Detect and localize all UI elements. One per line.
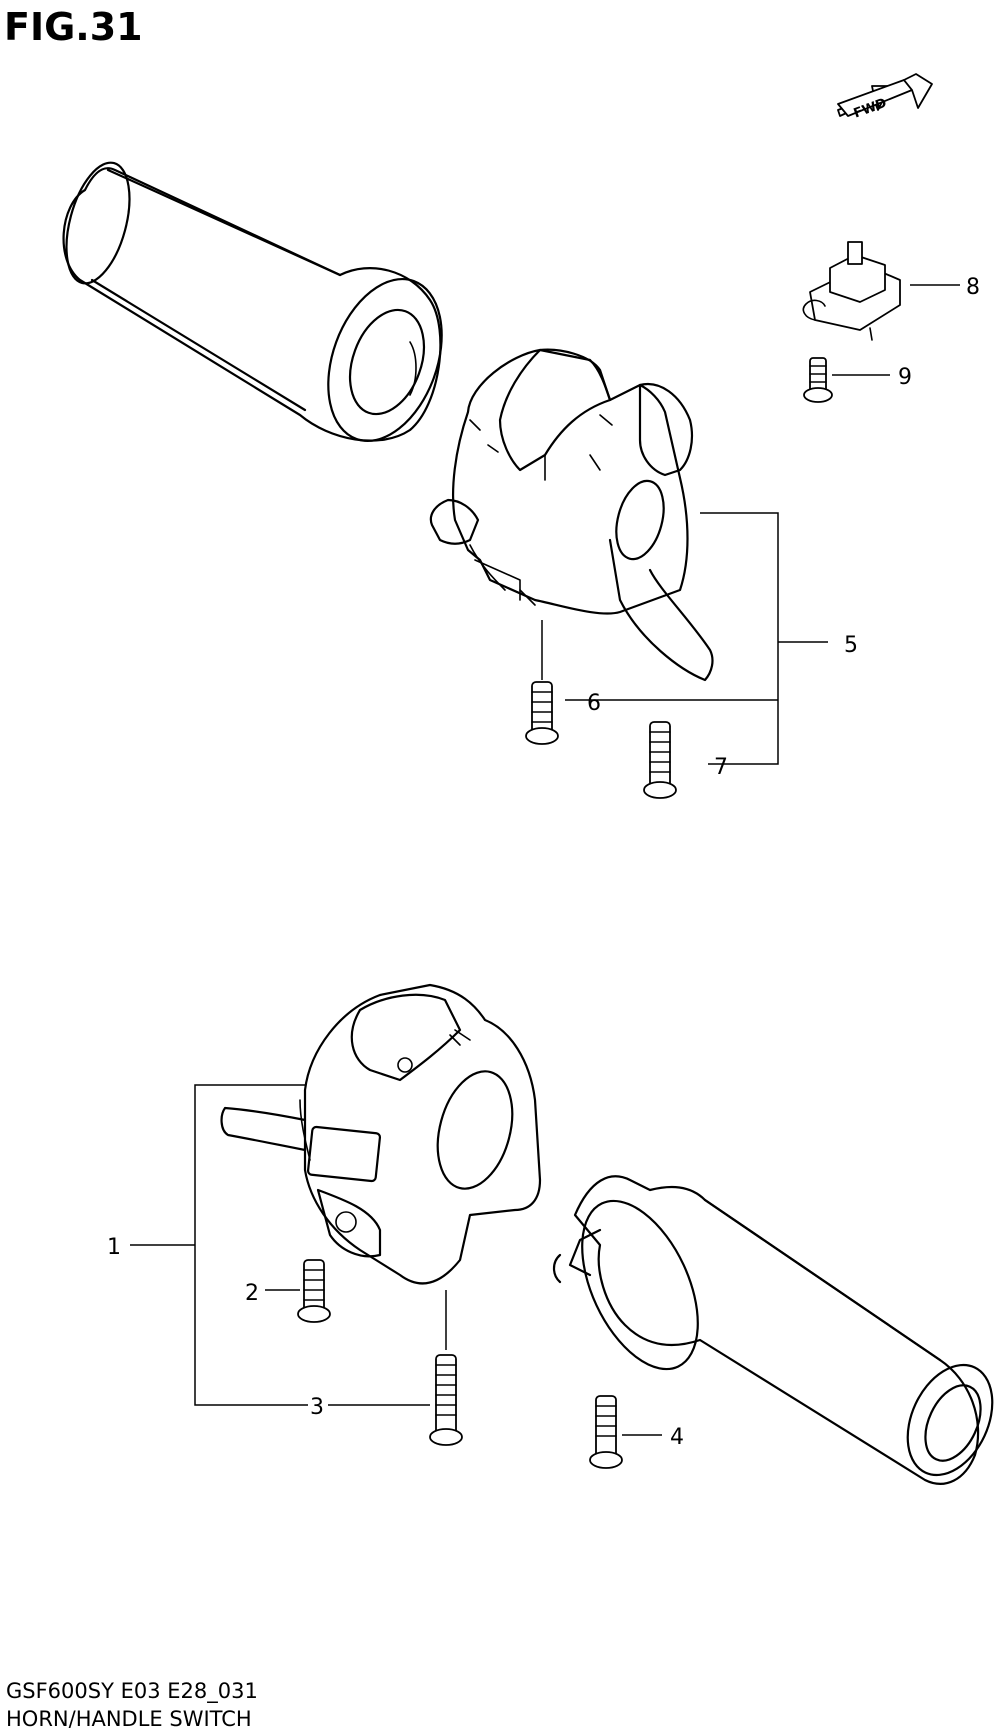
callout-6: 6 [587,691,601,716]
callout-8: 8 [966,275,980,300]
screw-3 [429,1354,463,1446]
fwd-arrow-icon: FWD [837,73,933,121]
leader-bracket-1 [194,1084,308,1406]
model-code: GSF600SY E03 E28_031 [6,1679,258,1704]
callout-1: 1 [107,1235,121,1260]
left-grip [62,161,443,443]
callout-3: 3 [310,1395,324,1420]
callout-5: 5 [844,633,858,658]
left-handle-switch-assembly [429,348,714,682]
callout-4: 4 [670,1425,684,1450]
screw-7 [643,721,677,799]
screw-4 [589,1395,623,1469]
diagram-caption: HORN/HANDLE SWITCH [6,1707,252,1731]
screw-2 [297,1259,331,1323]
callout-7: 7 [714,755,728,780]
figure-title: FIG.31 [4,5,143,49]
right-handle-switch-assembly [220,983,542,1285]
callout-2: 2 [245,1281,259,1306]
right-grip [552,1175,994,1485]
screw-9 [803,357,833,403]
callout-9: 9 [898,365,912,390]
leader-bracket-5 [700,512,779,765]
screw-6 [525,681,559,745]
horn-switch-part [802,241,901,341]
